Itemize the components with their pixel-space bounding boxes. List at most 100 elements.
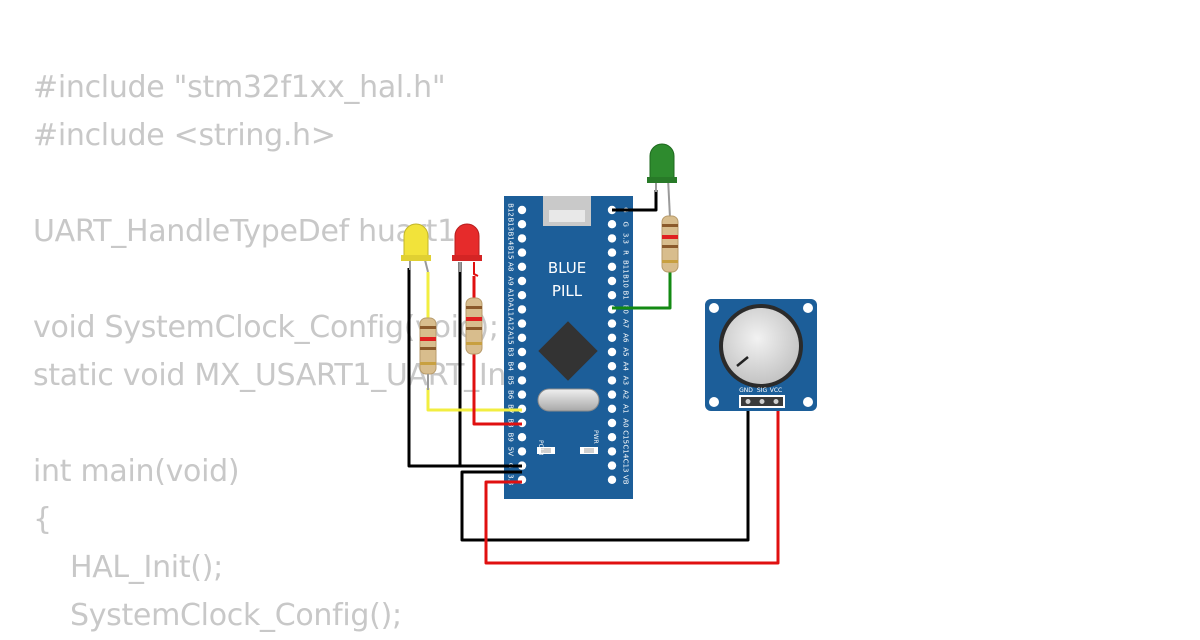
- code-line: HAL_Init();: [33, 550, 223, 585]
- pot-hole-bl: [709, 397, 719, 407]
- left-header-pin[interactable]: [517, 205, 527, 215]
- green-resistor-band-4: [662, 260, 678, 263]
- left-pin-label: A12: [507, 317, 515, 331]
- left-pin-label: B6: [507, 390, 515, 400]
- left-pin-label: 5V: [507, 447, 515, 456]
- red-led: [452, 223, 482, 277]
- pwr-led-inner: [584, 448, 594, 453]
- yellow-led-resistor: [419, 272, 437, 390]
- right-header-pin[interactable]: [607, 319, 617, 328]
- right-pin-label: B10: [622, 274, 630, 288]
- right-header-pin[interactable]: [607, 447, 617, 456]
- pot-pin-vcc[interactable]: [773, 399, 779, 404]
- left-header-pin[interactable]: [517, 262, 527, 271]
- left-header-pin[interactable]: [517, 248, 527, 257]
- right-header-pin[interactable]: [607, 418, 617, 428]
- left-header-pin[interactable]: [517, 390, 527, 399]
- wires: [407, 190, 780, 565]
- red-resistor-band-1: [466, 306, 482, 309]
- left-header-pin[interactable]: [517, 276, 527, 286]
- right-header-pin[interactable]: [607, 333, 617, 342]
- red-resistor-band-4: [466, 342, 482, 345]
- left-header-pin[interactable]: [517, 362, 527, 371]
- left-header-pin[interactable]: [517, 220, 527, 229]
- green-resistor-body: [661, 215, 679, 273]
- code-line: {: [33, 502, 52, 537]
- left-pin-label: B3: [507, 347, 515, 356]
- right-pin-label: A7: [622, 319, 630, 328]
- board-name-line2: PILL: [552, 282, 583, 300]
- left-header-pin[interactable]: [517, 333, 527, 342]
- green-resistor-band-1: [662, 224, 678, 227]
- left-pin-label: B12: [507, 203, 515, 217]
- left-header-pin[interactable]: [517, 305, 527, 314]
- wire-pot-gnd: [460, 408, 750, 542]
- green-led-leg-2: [667, 177, 671, 219]
- yellow-resistor-band-4: [420, 362, 436, 365]
- red-resistor-band-3: [466, 327, 482, 330]
- right-pin-label: A2: [622, 390, 630, 399]
- right-header-pin[interactable]: [607, 248, 617, 257]
- blue-pill-board: PC13 PWR BLUE PILL B12B13B14B15A8A9A10A1…: [504, 196, 633, 499]
- potentiometer: GND SIG VCC: [705, 299, 817, 411]
- right-header-pin[interactable]: [607, 461, 617, 470]
- yellow-led-body: [403, 223, 429, 259]
- right-header-pin[interactable]: [607, 262, 617, 271]
- red-led-leg-2: [473, 262, 479, 277]
- left-header-pin[interactable]: [517, 291, 527, 300]
- code-line: SystemClock_Config();: [33, 598, 402, 633]
- pot-pin-sig[interactable]: [759, 399, 765, 404]
- left-pin-label: B4: [507, 362, 515, 372]
- right-pin-label: A4: [622, 362, 630, 372]
- left-pin-label: B14: [507, 232, 515, 246]
- left-header-pin[interactable]: [517, 347, 527, 357]
- left-header-pin[interactable]: [517, 234, 527, 243]
- left-pin-label: B5: [507, 376, 515, 385]
- red-resistor-body: [465, 297, 483, 355]
- right-pin-label: A5: [622, 347, 630, 356]
- right-header-pin[interactable]: [607, 276, 617, 286]
- right-header-pin[interactable]: [607, 433, 617, 442]
- right-header-pin[interactable]: [607, 291, 617, 300]
- left-pin-label: A11: [507, 303, 515, 317]
- pot-hole-tl: [709, 303, 719, 313]
- right-header-pin[interactable]: [607, 347, 617, 357]
- usb-port: [549, 210, 585, 222]
- right-pin-label: A3: [622, 376, 630, 385]
- yellow-resistor-band-3: [420, 347, 436, 350]
- pot-label-sig: SIG: [757, 387, 768, 394]
- left-pin-label: B13: [507, 217, 515, 231]
- right-header-pin[interactable]: [607, 362, 617, 371]
- red-led-rim: [452, 255, 482, 261]
- code-background: #include "stm32f1xx_hal.h"#include <stri…: [33, 64, 621, 640]
- right-pin-label: A6: [622, 333, 630, 343]
- yellow-led-rim: [401, 255, 431, 261]
- right-header-pin[interactable]: [607, 234, 617, 243]
- right-pin-label: C13: [622, 459, 630, 473]
- green-resistor-band-2: [662, 235, 678, 239]
- red-resistor-band-2: [466, 317, 482, 321]
- pot-pin-gnd[interactable]: [745, 399, 751, 404]
- right-pin-label: VB: [622, 475, 630, 485]
- right-pin-label: G: [622, 221, 630, 226]
- right-header-pin[interactable]: [607, 220, 617, 229]
- yellow-led: [401, 223, 431, 273]
- left-header-pin[interactable]: [517, 433, 527, 442]
- code-line: #include <string.h>: [33, 118, 336, 153]
- right-header-pin[interactable]: [607, 376, 617, 385]
- right-header-pin[interactable]: [607, 404, 617, 413]
- yellow-resistor-band-1: [420, 326, 436, 329]
- right-header-pin[interactable]: [607, 475, 617, 484]
- left-header-pin[interactable]: [517, 376, 527, 385]
- yellow-resistor-band-2: [420, 337, 436, 341]
- wire-yellow-led-gnd: [407, 268, 522, 468]
- left-header-pin[interactable]: [517, 447, 527, 456]
- right-header-pin[interactable]: [607, 390, 617, 399]
- left-header-pin[interactable]: [517, 319, 527, 328]
- pot-hole-br: [803, 397, 813, 407]
- pot-knob[interactable]: [723, 308, 799, 384]
- right-pin-label: C15: [622, 430, 630, 444]
- right-pin-label: A0: [622, 418, 630, 427]
- crystal: [537, 388, 600, 412]
- left-pin-label: B9: [507, 433, 515, 442]
